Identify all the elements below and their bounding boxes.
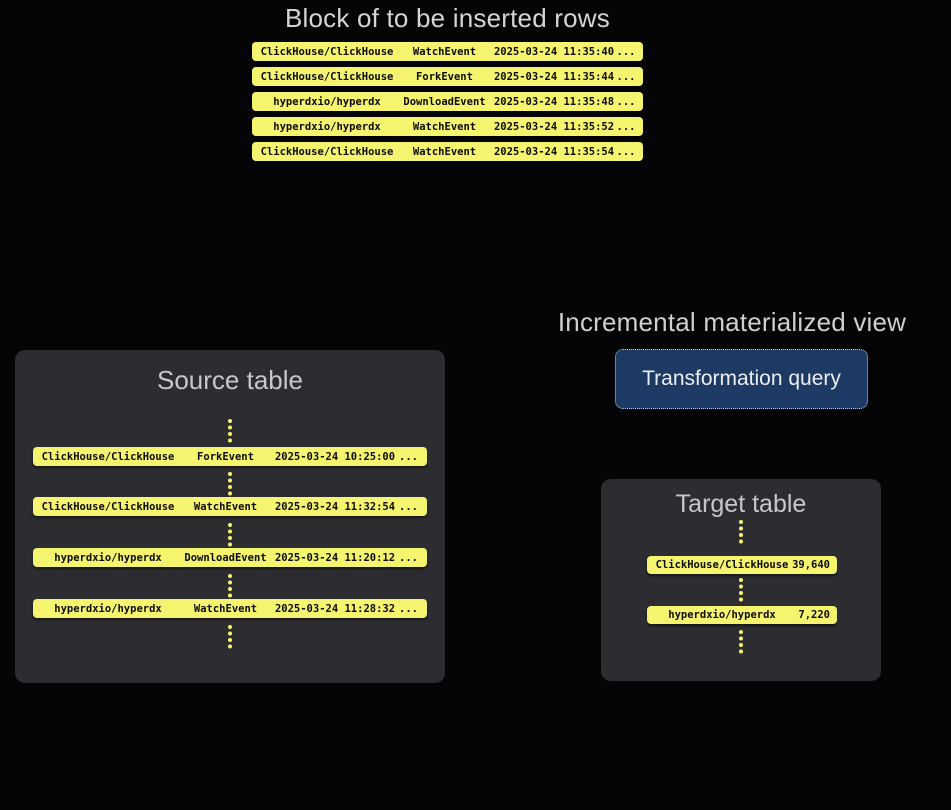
target-table-title: Target table <box>675 490 807 518</box>
repo-cell: ClickHouse/ClickHouse <box>260 145 394 158</box>
timestamp-cell: 2025-03-24 11:20:12 <box>274 551 396 564</box>
source-row: ClickHouse/ClickHouse WatchEvent 2025-03… <box>33 497 427 516</box>
vertical-ellipsis-icon <box>739 630 743 634</box>
inserted-rows-block: ClickHouse/ClickHouse WatchEvent 2025-03… <box>252 42 643 161</box>
event-cell: WatchEvent <box>412 145 477 158</box>
inserted-row: hyperdxio/hyperdx WatchEvent 2025-03-24 … <box>252 117 643 136</box>
event-cell: ForkEvent <box>197 450 254 463</box>
ellipsis-cell: ... <box>616 95 636 108</box>
timestamp-cell: 2025-03-24 11:35:40 <box>493 45 615 58</box>
materialized-view-title: Incremental materialized view <box>557 307 907 337</box>
ellipsis-cell: ... <box>616 120 636 133</box>
inserted-rows-title: Block of to be inserted rows <box>285 3 610 33</box>
count-cell: 39,640 <box>792 559 830 571</box>
repo-cell: hyperdxio/hyperdx <box>273 120 381 133</box>
repo-cell: ClickHouse/ClickHouse <box>41 450 175 463</box>
ellipsis-cell: ... <box>399 551 418 564</box>
transformation-query-button[interactable]: Transformation query <box>615 349 868 409</box>
target-table-panel: Target table ClickHouse/ClickHouse 39,64… <box>601 479 881 681</box>
repo-cell: hyperdxio/hyperdx <box>54 551 162 564</box>
vertical-ellipsis-icon <box>228 523 232 527</box>
vertical-ellipsis-icon <box>228 574 232 578</box>
event-cell: WatchEvent <box>412 45 477 58</box>
source-table-panel: Source table ClickHouse/ClickHouse ForkE… <box>15 350 445 683</box>
timestamp-cell: 2025-03-24 11:35:44 <box>493 70 615 83</box>
repo-cell: hyperdxio/hyperdx <box>668 609 776 621</box>
event-cell: ForkEvent <box>416 70 473 83</box>
ellipsis-cell: ... <box>399 450 418 463</box>
repo-cell: hyperdxio/hyperdx <box>54 602 162 615</box>
timestamp-cell: 2025-03-24 11:35:48 <box>493 95 615 108</box>
count-cell: 7,220 <box>798 609 830 621</box>
repo-cell: ClickHouse/ClickHouse <box>41 500 175 513</box>
repo-cell: hyperdxio/hyperdx <box>273 95 381 108</box>
ellipsis-cell: ... <box>616 45 636 58</box>
source-row: ClickHouse/ClickHouse ForkEvent 2025-03-… <box>33 447 427 466</box>
repo-cell: ClickHouse/ClickHouse <box>655 559 789 571</box>
inserted-row: ClickHouse/ClickHouse ForkEvent 2025-03-… <box>252 67 643 86</box>
target-row: hyperdxio/hyperdx 7,220 <box>647 606 837 624</box>
inserted-row: ClickHouse/ClickHouse WatchEvent 2025-03… <box>252 142 643 161</box>
timestamp-cell: 2025-03-24 11:35:54 <box>493 145 615 158</box>
source-row: hyperdxio/hyperdx DownloadEvent 2025-03-… <box>33 548 427 567</box>
vertical-ellipsis-icon <box>228 419 232 423</box>
timestamp-cell: 2025-03-24 10:25:00 <box>274 450 396 463</box>
timestamp-cell: 2025-03-24 11:28:32 <box>274 602 396 615</box>
event-cell: WatchEvent <box>193 602 258 615</box>
event-cell: DownloadEvent <box>403 95 486 108</box>
inserted-row: ClickHouse/ClickHouse WatchEvent 2025-03… <box>252 42 643 61</box>
ellipsis-cell: ... <box>399 602 418 615</box>
ellipsis-cell: ... <box>616 145 636 158</box>
event-cell: WatchEvent <box>412 120 477 133</box>
ellipsis-cell: ... <box>616 70 636 83</box>
vertical-ellipsis-icon <box>228 625 232 629</box>
timestamp-cell: 2025-03-24 11:32:54 <box>274 500 396 513</box>
source-row: hyperdxio/hyperdx WatchEvent 2025-03-24 … <box>33 599 427 618</box>
ellipsis-cell: ... <box>399 500 418 513</box>
timestamp-cell: 2025-03-24 11:35:52 <box>493 120 615 133</box>
event-cell: WatchEvent <box>193 500 258 513</box>
inserted-row: hyperdxio/hyperdx DownloadEvent 2025-03-… <box>252 92 643 111</box>
source-table-title: Source table <box>157 365 303 395</box>
event-cell: DownloadEvent <box>184 551 267 564</box>
repo-cell: ClickHouse/ClickHouse <box>260 45 394 58</box>
vertical-ellipsis-icon <box>739 578 743 582</box>
repo-cell: ClickHouse/ClickHouse <box>260 70 394 83</box>
vertical-ellipsis-icon <box>228 472 232 476</box>
vertical-ellipsis-icon <box>739 520 743 524</box>
target-row: ClickHouse/ClickHouse 39,640 <box>647 556 837 574</box>
